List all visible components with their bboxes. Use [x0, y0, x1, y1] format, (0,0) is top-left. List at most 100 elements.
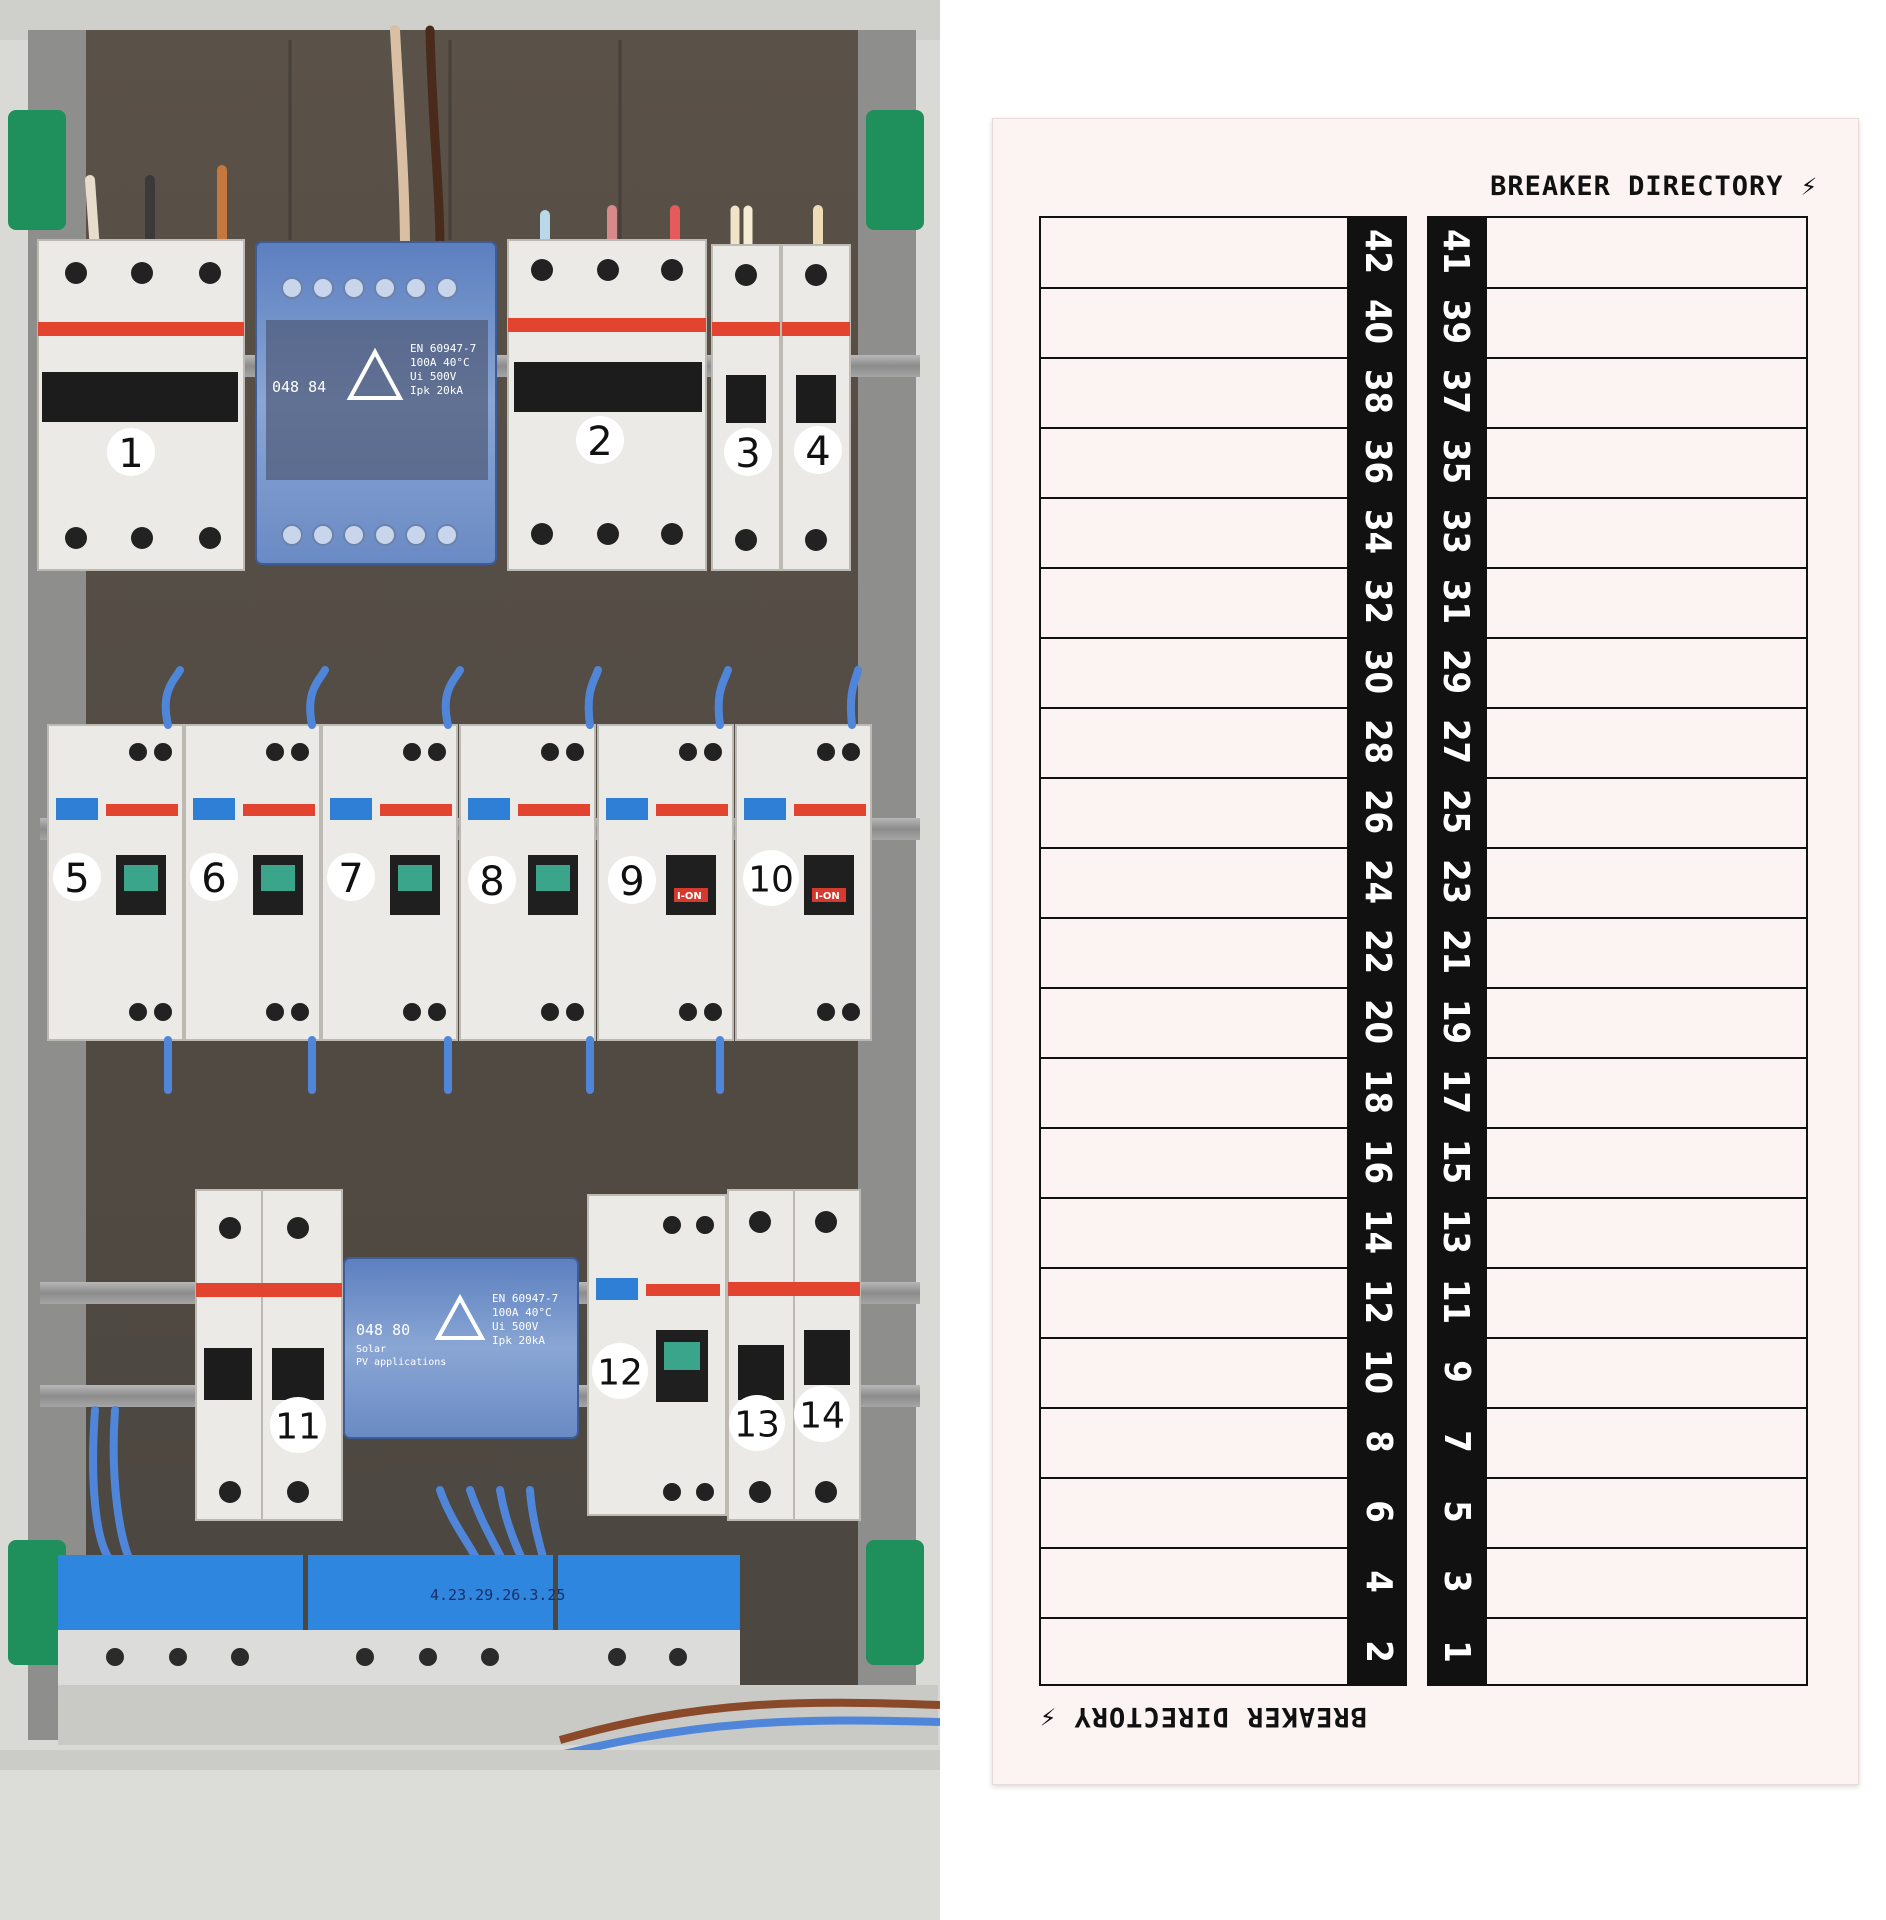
circuit-number: 14	[1357, 1208, 1399, 1254]
breaker-label-9: 9	[608, 856, 656, 905]
terminal-block-1	[58, 1555, 303, 1635]
breaker-panel-illustration: 1 2 3 4 5 6 7 8 9 10 11 12 13 14 048 84 …	[0, 0, 940, 1920]
svg-text:3: 3	[735, 431, 760, 477]
circuit-number: 1	[1435, 1639, 1477, 1663]
block-top-spec-4: Ipk 20kA	[410, 384, 463, 397]
block-bottom-spec-3: Ui 500V	[492, 1320, 539, 1333]
block-bottom-sub-2: PV applications	[356, 1357, 446, 1368]
block-bottom-spec-2: 100A 40°C	[492, 1306, 552, 1319]
circuit-number: 10	[1357, 1348, 1399, 1394]
entry-line[interactable]	[1041, 1267, 1347, 1269]
svg-text:4: 4	[805, 429, 830, 475]
entry-line[interactable]	[1487, 427, 1806, 429]
entry-line[interactable]	[1041, 637, 1347, 639]
entry-line[interactable]	[1041, 1617, 1347, 1619]
entry-line[interactable]	[1041, 1127, 1347, 1129]
entry-line[interactable]	[1487, 1337, 1806, 1339]
entry-line[interactable]	[1041, 287, 1347, 289]
entry-line[interactable]	[1487, 1197, 1806, 1199]
entry-line[interactable]	[1041, 497, 1347, 499]
block-top-spec-2: 100A 40°C	[410, 356, 470, 369]
circuit-number: 29	[1435, 648, 1477, 694]
circuit-number: 36	[1357, 438, 1399, 484]
breaker-label-2: 2	[576, 416, 624, 465]
breaker-directory-card: BREAKER DIRECTORY ⚡︎ BREAKER DIRECTORY ⚡…	[992, 118, 1859, 1785]
entry-line[interactable]	[1487, 1547, 1806, 1549]
breaker-label-11: 11	[270, 1397, 326, 1453]
entry-line[interactable]	[1041, 917, 1347, 919]
entry-line[interactable]	[1041, 1057, 1347, 1059]
svg-text:9: 9	[619, 859, 644, 905]
circuit-number: 7	[1435, 1429, 1477, 1453]
directory-title-text: BREAKER DIRECTORY	[1490, 171, 1784, 202]
entry-line[interactable]	[1041, 567, 1347, 569]
entry-line[interactable]	[1041, 357, 1347, 359]
block-bottom-sub-1: Solar	[356, 1344, 386, 1355]
directory-title-bottom: BREAKER DIRECTORY ⚡︎	[1039, 1701, 1367, 1732]
breaker-1-red-band	[38, 322, 244, 336]
entry-line[interactable]	[1487, 1267, 1806, 1269]
svg-text:1: 1	[118, 431, 143, 477]
breaker-label-1: 1	[107, 428, 155, 477]
entry-line[interactable]	[1487, 777, 1806, 779]
entry-line[interactable]	[1487, 987, 1806, 989]
block-bottom-spec-1: EN 60947-7	[492, 1292, 558, 1305]
right-entry-column[interactable]	[1485, 216, 1808, 1686]
rcbo-9-mark: I-ON	[677, 891, 702, 902]
directory-title-top: BREAKER DIRECTORY ⚡︎	[1490, 171, 1818, 202]
entry-line[interactable]	[1041, 777, 1347, 779]
breaker-label-12: 12	[592, 1343, 648, 1399]
circuit-number: 33	[1435, 508, 1477, 554]
circuit-number: 32	[1357, 578, 1399, 624]
entry-line[interactable]	[1041, 427, 1347, 429]
entry-line[interactable]	[1041, 1547, 1347, 1549]
entry-line[interactable]	[1487, 1127, 1806, 1129]
breaker-label-13: 13	[729, 1395, 785, 1451]
circuit-number: 13	[1435, 1208, 1477, 1254]
block-bottom-spec-4: Ipk 20kA	[492, 1334, 545, 1347]
entry-line[interactable]	[1041, 1477, 1347, 1479]
entry-line[interactable]	[1041, 1197, 1347, 1199]
entry-line[interactable]	[1487, 1057, 1806, 1059]
circuit-number: 37	[1435, 368, 1477, 414]
circuit-number: 26	[1357, 788, 1399, 834]
entry-line[interactable]	[1487, 917, 1806, 919]
left-entry-column[interactable]	[1039, 216, 1349, 1686]
terminal-block-2	[308, 1555, 553, 1635]
circuit-number: 12	[1357, 1278, 1399, 1324]
block-bottom-part: 048 80	[356, 1321, 410, 1339]
terminal-block-3	[558, 1555, 740, 1635]
entry-line[interactable]	[1487, 1407, 1806, 1409]
breaker-label-10: 10	[743, 850, 799, 906]
entry-line[interactable]	[1041, 987, 1347, 989]
circuit-number: 20	[1357, 998, 1399, 1044]
entry-line[interactable]	[1041, 707, 1347, 709]
entry-line[interactable]	[1487, 567, 1806, 569]
svg-text:2: 2	[587, 419, 612, 465]
entry-line[interactable]	[1487, 1617, 1806, 1619]
circuit-number: 5	[1435, 1499, 1477, 1523]
lightning-bolt-icon: ⚡︎	[1800, 171, 1818, 202]
block-top-spec-3: Ui 500V	[410, 370, 457, 383]
breaker-label-7: 7	[327, 853, 375, 902]
breaker-label-8: 8	[468, 856, 516, 905]
entry-line[interactable]	[1487, 287, 1806, 289]
entry-line[interactable]	[1487, 1477, 1806, 1479]
entry-line[interactable]	[1487, 637, 1806, 639]
svg-text:10: 10	[748, 860, 794, 901]
entry-line[interactable]	[1487, 357, 1806, 359]
circuit-number: 38	[1357, 368, 1399, 414]
breaker-label-3: 3	[724, 428, 772, 477]
circuit-number: 8	[1357, 1429, 1399, 1453]
circuit-number: 3	[1435, 1569, 1477, 1593]
block-top-spec-1: EN 60947-7	[410, 342, 476, 355]
entry-line[interactable]	[1041, 847, 1347, 849]
circuit-number: 39	[1435, 298, 1477, 344]
entry-line[interactable]	[1487, 497, 1806, 499]
circuit-number: 31	[1435, 578, 1477, 624]
entry-line[interactable]	[1487, 847, 1806, 849]
lightning-bolt-icon: ⚡︎	[1039, 1701, 1057, 1732]
entry-line[interactable]	[1041, 1337, 1347, 1339]
entry-line[interactable]	[1487, 707, 1806, 709]
entry-line[interactable]	[1041, 1407, 1347, 1409]
